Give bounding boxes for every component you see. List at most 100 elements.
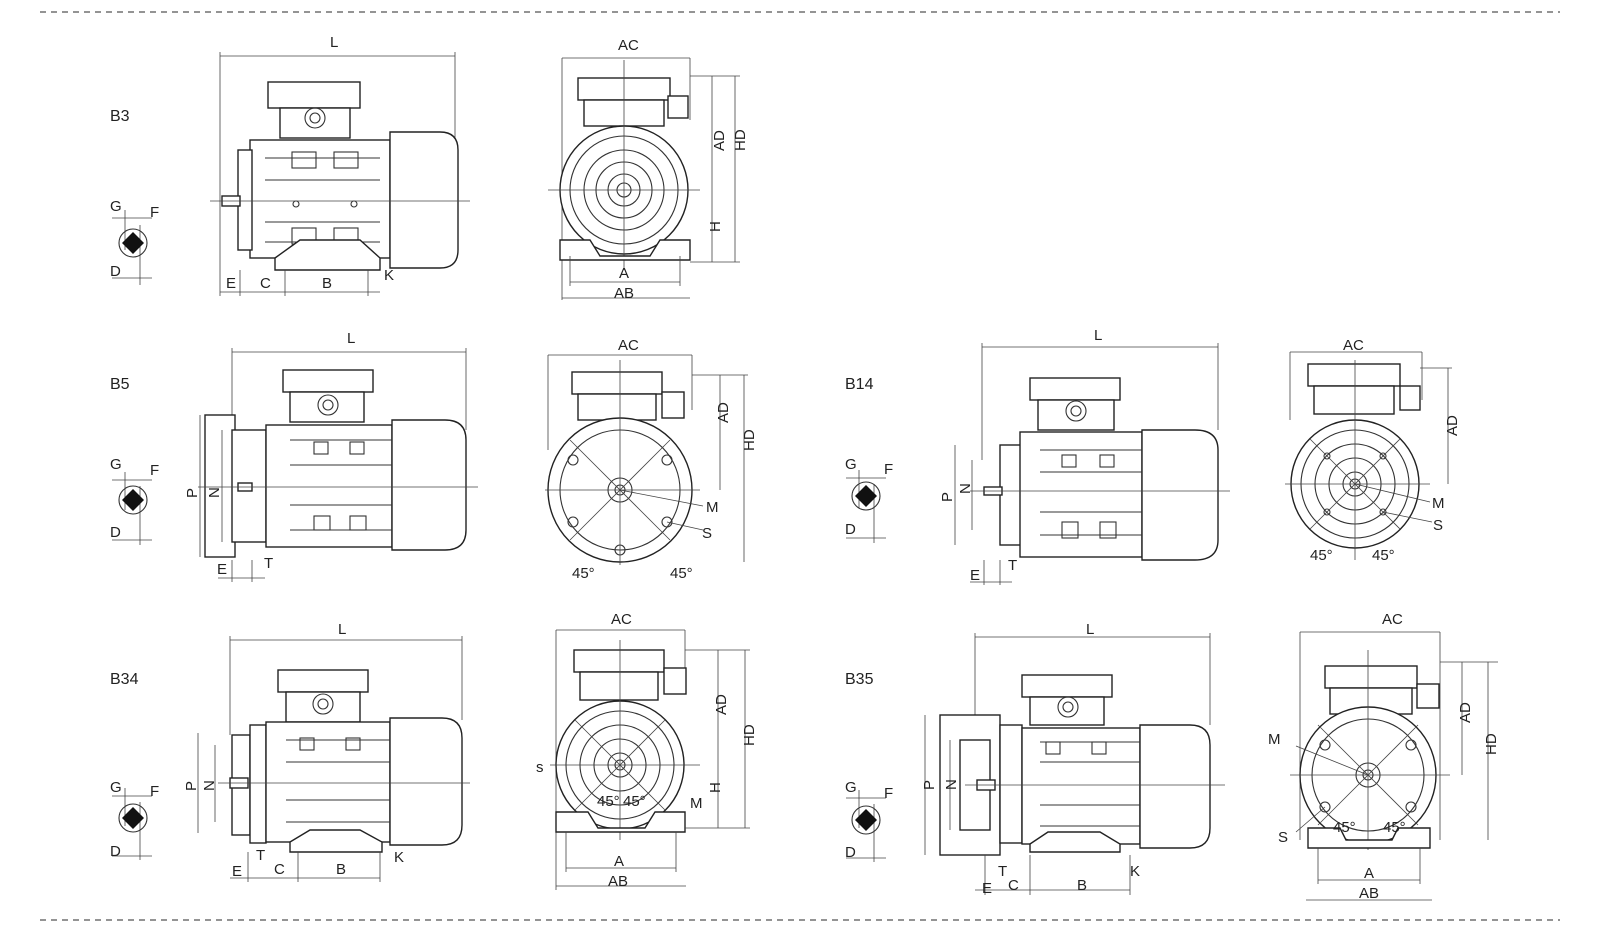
front-view: AC M S 45° 45° AD bbox=[545, 337, 758, 582]
svg-text:AD: AD bbox=[713, 694, 730, 715]
svg-text:HD: HD bbox=[1483, 733, 1500, 755]
side-view: L P N E bbox=[184, 330, 478, 582]
svg-text:AD: AD bbox=[715, 402, 732, 423]
svg-text:45°: 45° bbox=[1310, 547, 1333, 564]
mount-b34: B34 G F D L bbox=[110, 611, 758, 890]
svg-text:AB: AB bbox=[608, 873, 628, 890]
mount-label-b14: B14 bbox=[845, 376, 874, 393]
svg-text:A: A bbox=[1364, 865, 1374, 882]
front-view: AC s M 45° 45° AD HD H bbox=[536, 611, 758, 890]
svg-text:M: M bbox=[690, 795, 703, 812]
svg-text:M: M bbox=[1432, 495, 1445, 512]
svg-text:B: B bbox=[1077, 877, 1087, 894]
svg-text:D: D bbox=[110, 263, 121, 280]
svg-text:F: F bbox=[150, 204, 159, 221]
svg-text:N: N bbox=[206, 487, 223, 498]
svg-text:P: P bbox=[183, 781, 200, 791]
svg-text:AD: AD bbox=[1457, 702, 1474, 723]
svg-text:T: T bbox=[998, 863, 1007, 880]
svg-text:F: F bbox=[884, 461, 893, 478]
svg-text:AB: AB bbox=[614, 285, 634, 302]
svg-text:G: G bbox=[845, 456, 857, 473]
svg-text:A: A bbox=[619, 265, 629, 282]
svg-text:N: N bbox=[201, 780, 218, 791]
svg-text:C: C bbox=[260, 275, 271, 292]
svg-text:H: H bbox=[707, 782, 724, 793]
svg-text:AB: AB bbox=[1359, 885, 1379, 902]
svg-text:45°: 45° bbox=[1372, 547, 1395, 564]
svg-text:P: P bbox=[939, 492, 956, 502]
svg-text:M: M bbox=[1268, 731, 1281, 748]
front-view: AC AD HD H A bbox=[548, 37, 749, 302]
side-view: L P N E bbox=[921, 621, 1225, 897]
svg-text:P: P bbox=[184, 488, 201, 498]
side-view: L bbox=[210, 34, 470, 296]
svg-text:F: F bbox=[884, 785, 893, 802]
mount-b5: B5 G F D L bbox=[110, 330, 758, 582]
shaft-key-detail: G F D bbox=[845, 456, 893, 543]
shaft-key-detail: G F D bbox=[110, 198, 159, 285]
mount-label-b5: B5 bbox=[110, 376, 130, 393]
svg-text:E: E bbox=[217, 561, 227, 578]
svg-text:K: K bbox=[394, 849, 404, 866]
svg-text:E: E bbox=[232, 863, 242, 880]
mount-label-b3: B3 bbox=[110, 108, 130, 125]
svg-text:AC: AC bbox=[618, 337, 639, 354]
svg-text:L: L bbox=[1094, 327, 1102, 344]
svg-text:H: H bbox=[707, 221, 724, 232]
svg-text:45°: 45° bbox=[623, 793, 646, 810]
svg-text:AD: AD bbox=[711, 130, 728, 151]
svg-text:F: F bbox=[150, 462, 159, 479]
svg-text:E: E bbox=[226, 275, 236, 292]
mount-label-b35: B35 bbox=[845, 671, 874, 688]
svg-text:AC: AC bbox=[1343, 337, 1364, 354]
svg-text:G: G bbox=[845, 779, 857, 796]
svg-text:L: L bbox=[338, 621, 346, 638]
svg-text:B: B bbox=[336, 861, 346, 878]
front-view: AC M S 45° 45° AD HD bbox=[1268, 611, 1500, 902]
svg-text:AD: AD bbox=[1444, 415, 1461, 436]
mount-b14: B14 G F D L bbox=[845, 327, 1461, 585]
svg-text:HD: HD bbox=[741, 724, 758, 746]
svg-text:M: M bbox=[706, 499, 719, 516]
mount-b3: B3 G F D L bbox=[110, 34, 749, 302]
svg-text:AC: AC bbox=[1382, 611, 1403, 628]
front-view: AC M S 45° 45° AD bbox=[1285, 337, 1461, 564]
svg-text:D: D bbox=[110, 843, 121, 860]
svg-text:C: C bbox=[274, 861, 285, 878]
svg-text:G: G bbox=[110, 456, 122, 473]
svg-text:N: N bbox=[943, 779, 960, 790]
svg-text:E: E bbox=[982, 880, 992, 897]
svg-text:45°: 45° bbox=[597, 793, 620, 810]
svg-text:AC: AC bbox=[618, 37, 639, 54]
svg-text:AC: AC bbox=[611, 611, 632, 628]
svg-text:G: G bbox=[110, 779, 122, 796]
svg-text:S: S bbox=[702, 525, 712, 542]
svg-text:T: T bbox=[1008, 557, 1017, 574]
svg-text:45°: 45° bbox=[1383, 819, 1406, 836]
svg-text:45°: 45° bbox=[670, 565, 693, 582]
mount-label-b34: B34 bbox=[110, 671, 139, 688]
svg-text:D: D bbox=[845, 521, 856, 538]
side-view: L P N E T bbox=[939, 327, 1230, 585]
svg-text:L: L bbox=[347, 330, 355, 347]
svg-text:D: D bbox=[845, 844, 856, 861]
svg-text:T: T bbox=[264, 555, 273, 572]
side-view: L P N E T bbox=[183, 621, 470, 882]
svg-text:C: C bbox=[1008, 877, 1019, 894]
svg-text:K: K bbox=[384, 267, 394, 284]
svg-text:HD: HD bbox=[732, 129, 749, 151]
svg-text:A: A bbox=[614, 853, 624, 870]
shaft-key-detail: G F D bbox=[110, 779, 159, 860]
svg-text:45°: 45° bbox=[1333, 819, 1356, 836]
shaft-key-detail: G F D bbox=[845, 779, 893, 862]
svg-text:B: B bbox=[322, 275, 332, 292]
svg-text:L: L bbox=[330, 34, 338, 51]
svg-text:T: T bbox=[256, 847, 265, 864]
svg-text:N: N bbox=[957, 483, 974, 494]
svg-text:G: G bbox=[110, 198, 122, 215]
svg-text:s: s bbox=[536, 759, 544, 776]
svg-text:E: E bbox=[970, 567, 980, 584]
mount-b35: B35 G F D L bbox=[845, 611, 1500, 902]
